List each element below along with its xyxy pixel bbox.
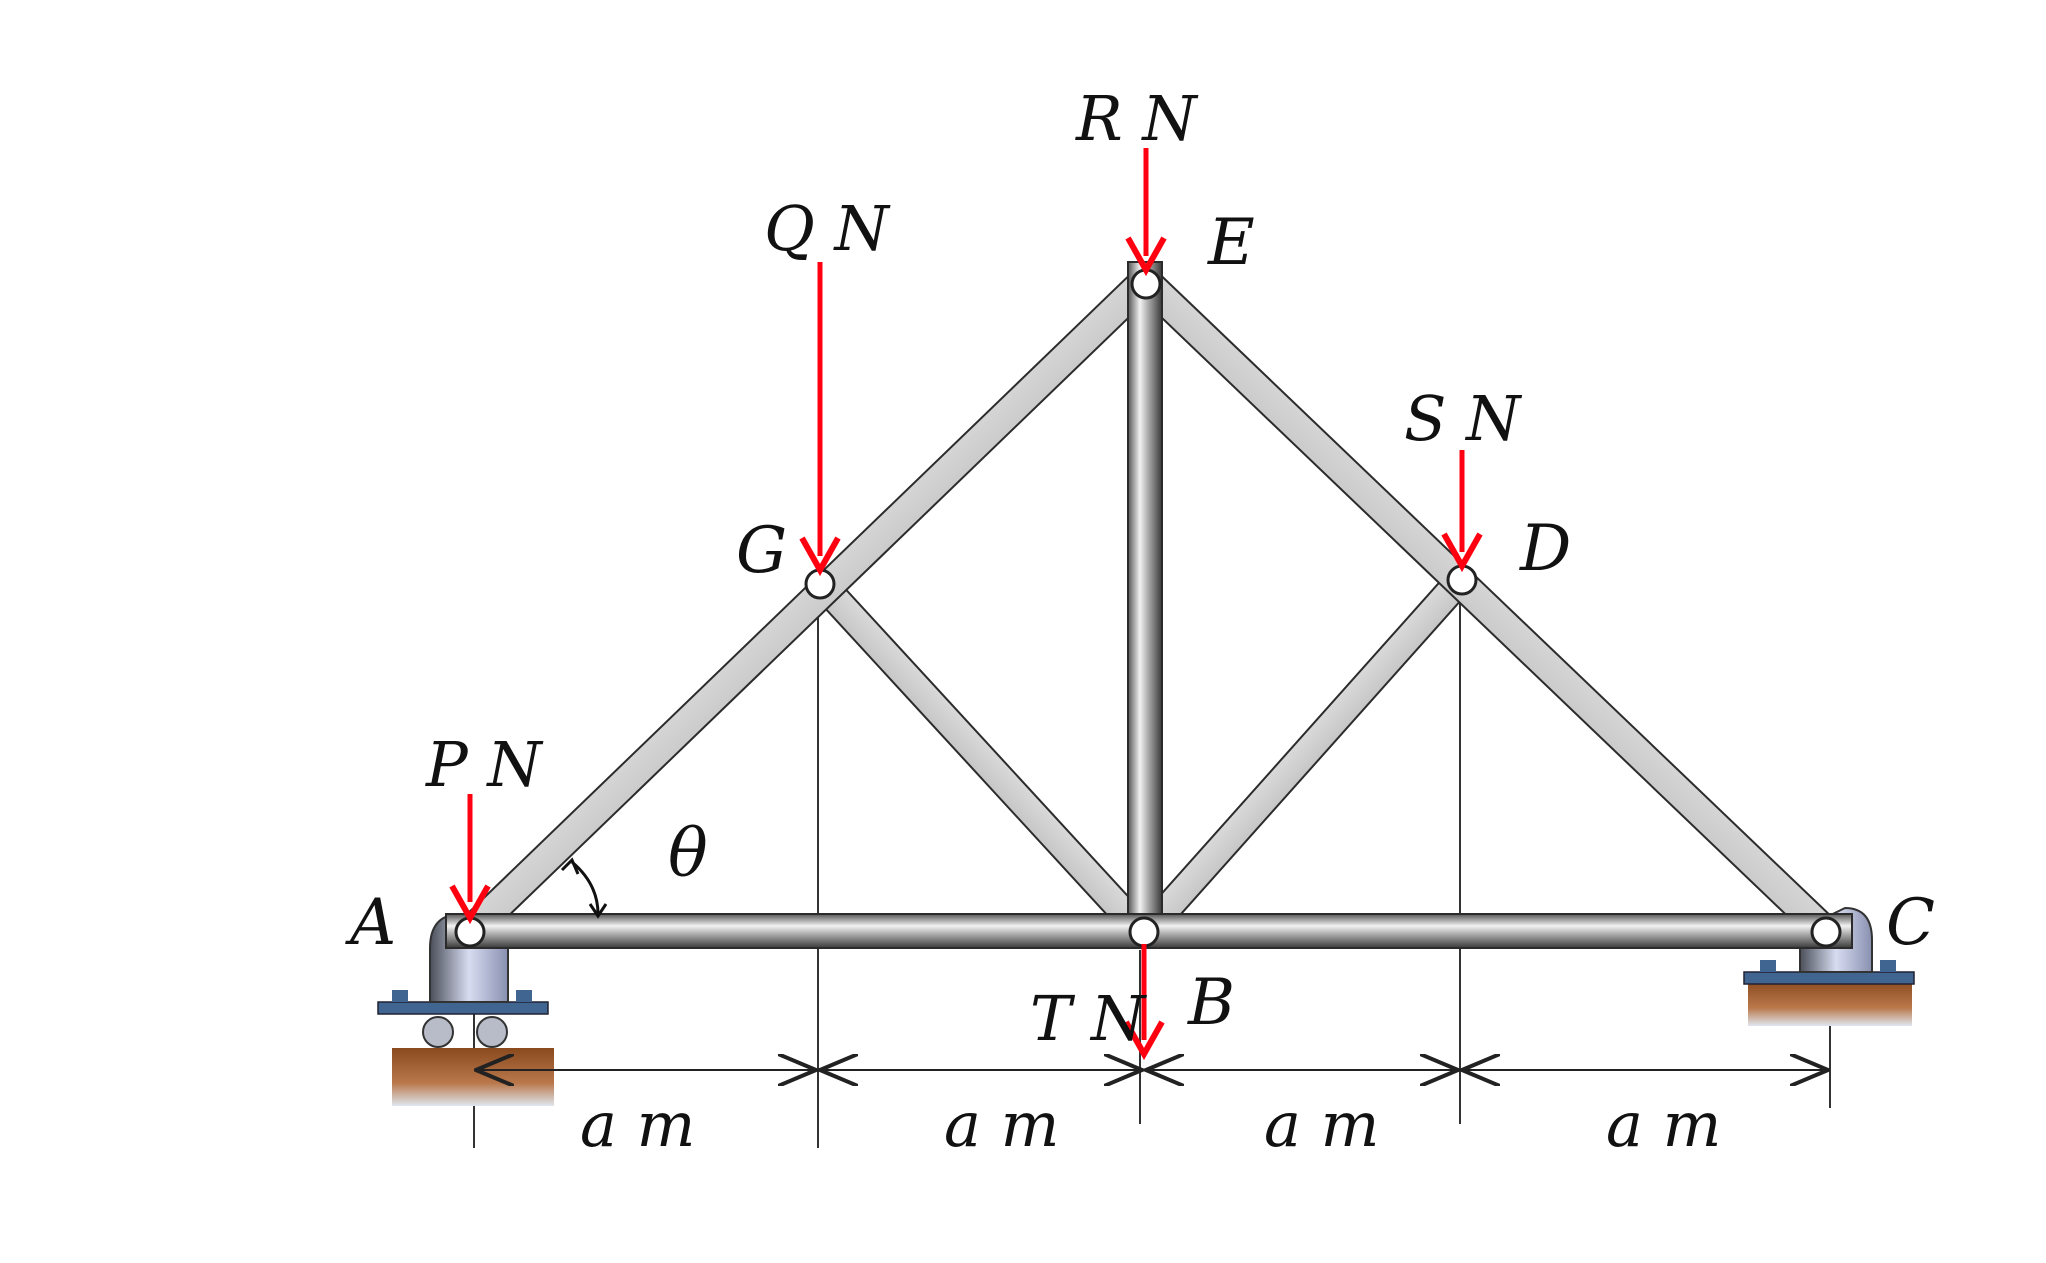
load-label-Q: Q N <box>764 192 892 265</box>
member-BD-fill <box>1138 569 1472 939</box>
node-label-G: G <box>736 514 787 588</box>
support-plate-left <box>377 1001 549 1015</box>
support-plate-right <box>1743 971 1915 985</box>
angle-arrowhead-top <box>560 857 580 875</box>
load-arrowhead-P <box>449 884 491 925</box>
load-arrows <box>449 148 1483 1061</box>
load-arrowhead-S <box>1441 532 1483 573</box>
load-labels: P N Q N R N S N T N <box>425 82 1523 1055</box>
angle-indicator: θ <box>560 815 708 919</box>
dimension-label-1: a m <box>580 1088 695 1161</box>
roller-wheel-left <box>422 1016 454 1048</box>
node-label-C: C <box>1886 886 1935 960</box>
member-AE-fill <box>456 269 1156 947</box>
member-GB-fill <box>810 573 1150 939</box>
dimension-labels: a m a m a m a m <box>580 1088 1721 1161</box>
dimension-label-3: a m <box>1264 1088 1379 1161</box>
node-labels: A G E D B C <box>345 206 1935 1040</box>
load-arrowhead-R <box>1125 236 1167 277</box>
joint-B <box>1128 916 1160 948</box>
plate-bolt <box>1880 960 1896 972</box>
load-arrowhead-Q <box>799 536 841 577</box>
dimension-label-4: a m <box>1606 1088 1721 1161</box>
angle-label: θ <box>668 815 708 892</box>
ground-block-left <box>392 1048 554 1106</box>
plate-bolt <box>392 990 408 1002</box>
angle-arrowhead-bottom <box>588 903 608 919</box>
load-label-R: R N <box>1075 82 1199 155</box>
plate-bolt <box>516 990 532 1002</box>
plate-bolt <box>1760 960 1776 972</box>
load-label-T: T N <box>1030 982 1148 1055</box>
member-EC-fill <box>1134 269 1840 947</box>
dimension-label-2: a m <box>944 1088 1059 1161</box>
truss-members <box>445 261 1853 949</box>
node-label-B: B <box>1187 966 1235 1040</box>
node-label-E: E <box>1207 206 1255 280</box>
joint-C <box>1810 916 1842 948</box>
member-EB <box>1127 261 1163 933</box>
node-label-A: A <box>345 886 396 960</box>
node-label-D: D <box>1519 512 1571 586</box>
roller-wheel-right <box>476 1016 508 1048</box>
load-label-S: S N <box>1404 382 1523 455</box>
ground-block-right <box>1748 980 1912 1026</box>
joints <box>454 268 1842 948</box>
load-label-P: P N <box>425 728 544 801</box>
